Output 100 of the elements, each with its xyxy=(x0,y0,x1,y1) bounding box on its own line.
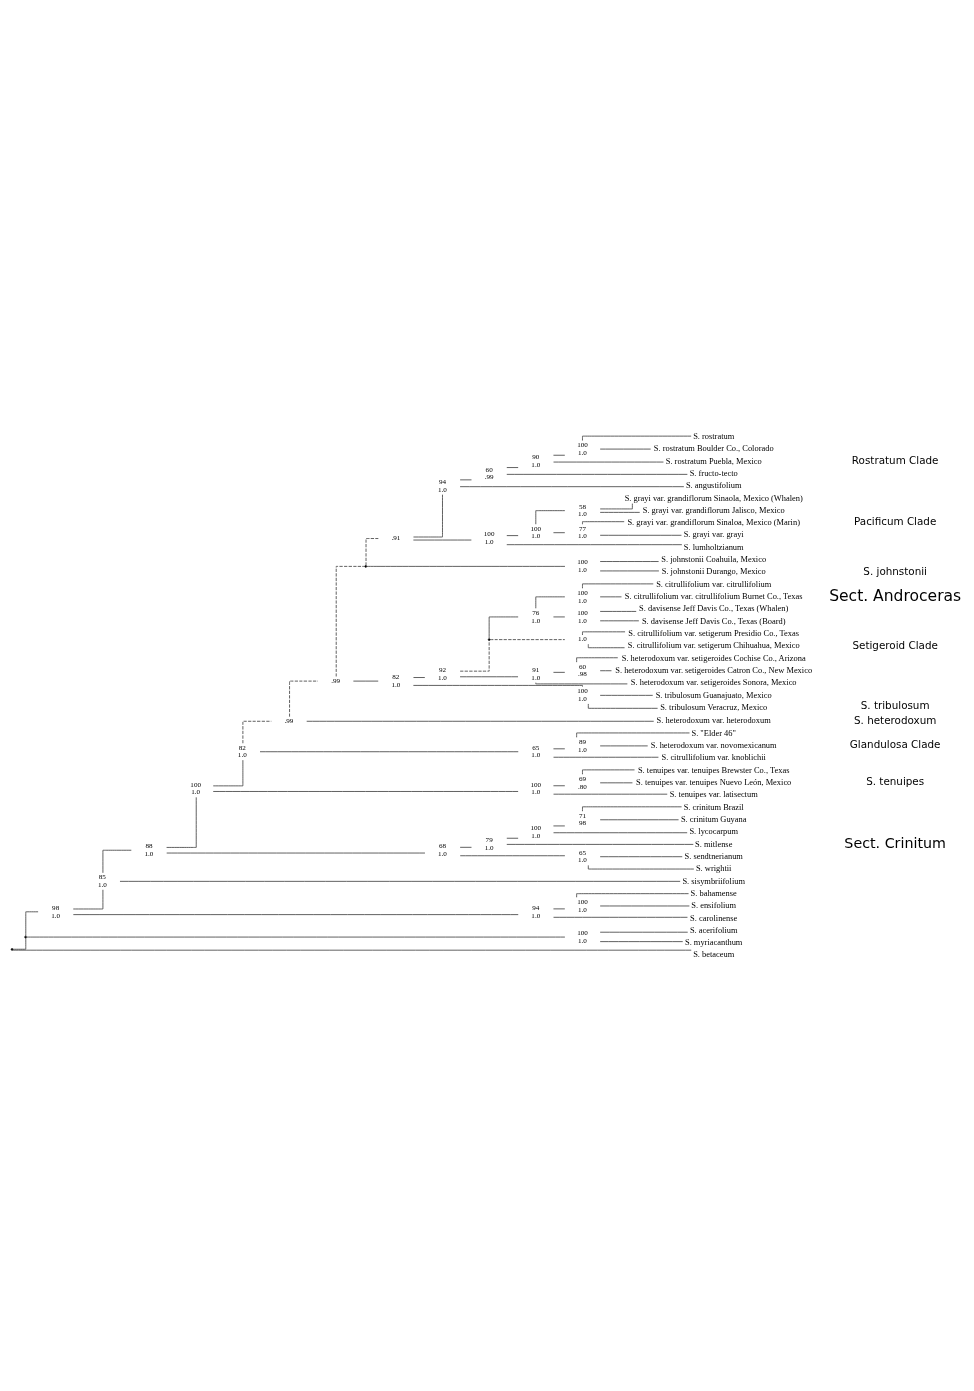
node-text: S. citrullifolium var. knoblichii xyxy=(661,751,766,762)
connector xyxy=(599,940,684,942)
connector xyxy=(599,694,654,696)
node-text: S. citrullifolium var. setigerum Chihuahua, Mexico xyxy=(627,639,800,650)
connector xyxy=(553,756,659,758)
connector xyxy=(489,638,566,640)
connector xyxy=(506,534,519,536)
connector xyxy=(488,616,519,639)
label: S. johnstonii xyxy=(863,564,927,577)
connector xyxy=(587,703,658,709)
connector xyxy=(413,684,583,687)
node-text: S. citrullifolium var. setigerum Presidio Co., Texas xyxy=(628,627,800,638)
connector xyxy=(306,720,655,722)
node-text: S. tenuipes var. tenuipes Nuevo León, Mexico xyxy=(636,776,792,787)
connector xyxy=(212,759,244,786)
connector xyxy=(582,805,682,812)
node-text: S. grayi var. grandiflorum Sinaola, Mexico (Whalen) xyxy=(624,492,803,503)
node-text: S. tribulosum Guanajuato, Mexico xyxy=(655,689,772,700)
node-text: S. lumholtzianum xyxy=(683,541,744,552)
connector xyxy=(506,543,683,545)
connector xyxy=(599,534,682,536)
node-text: S. davisense Jeff Davis Co., Texas (Whalen) xyxy=(639,602,789,613)
connector xyxy=(553,831,688,833)
node-text: S. sendtnerianum xyxy=(684,850,743,861)
label: Pacificum Clade xyxy=(854,514,937,527)
node-text: S. heterodoxum var. setigeroides Cochise Co., Arizona xyxy=(621,652,806,663)
connector xyxy=(599,610,637,612)
connector xyxy=(366,565,566,567)
node-text: S. betaceum xyxy=(693,948,735,959)
node-text: S. tenuipes var. tenuipes Brewster Co., Texas xyxy=(637,764,790,775)
connector xyxy=(72,913,519,915)
label: Glandulosa Clade xyxy=(849,737,941,750)
connector xyxy=(259,750,519,752)
connector xyxy=(242,720,272,744)
label: Rostratum Clade xyxy=(851,453,939,466)
node-text: S. rostratum Boulder Co., Colorado xyxy=(653,442,774,453)
connector xyxy=(289,680,319,717)
connector xyxy=(582,520,625,525)
connector xyxy=(576,656,619,663)
connector xyxy=(459,639,490,672)
node-point xyxy=(10,947,14,951)
node-text: S. davisense Jeff Davis Co., Texas (Board) xyxy=(641,615,786,626)
node-text: S. acerifolium xyxy=(689,924,738,935)
connector xyxy=(459,485,685,487)
connector xyxy=(335,565,366,677)
connector xyxy=(25,910,39,936)
connector xyxy=(166,796,197,848)
node-text: S. wrightii xyxy=(695,862,732,873)
connector xyxy=(599,560,659,562)
connector xyxy=(582,769,635,775)
node-text: S. heterodoxum var. heterodoxum xyxy=(656,714,771,725)
node-text: S. fructo-tecto xyxy=(689,467,738,478)
node-text: S. carolinense xyxy=(690,911,738,922)
node-text: S. johnstonii Coahuila, Mexico xyxy=(661,553,767,564)
node-text: S. "Elder 46" xyxy=(691,727,736,738)
connector xyxy=(413,676,426,678)
label: S. tribulosum xyxy=(860,698,930,711)
connector xyxy=(12,937,27,950)
label: S. heterodoxum xyxy=(854,713,937,726)
connector xyxy=(459,846,472,848)
node-text: S. sisymbriifolium xyxy=(682,875,745,886)
node-text: S. citrullifolium var. citrullifolium Burnet Co., Texas xyxy=(624,590,803,601)
node-text: S. heterodoxum var. novomexicanum xyxy=(650,739,777,750)
connector xyxy=(72,888,104,909)
node-point xyxy=(487,637,491,641)
connector xyxy=(212,790,519,792)
node-text: S. mitlense xyxy=(695,838,733,849)
connector xyxy=(582,583,654,589)
node-text: S. tribulosum Veracruz, Mexico xyxy=(660,701,768,712)
connector xyxy=(506,843,694,845)
label: Sect. Crinitum xyxy=(844,834,946,851)
node-text: S. rostratum Puebla, Mexico xyxy=(665,455,762,466)
connector xyxy=(102,849,132,873)
node-text: S. johnstonii Durango, Mexico xyxy=(661,565,766,576)
node-text: S. bahamense xyxy=(690,887,737,898)
connector xyxy=(576,732,690,738)
connector xyxy=(582,435,692,441)
connector xyxy=(553,531,566,533)
connector xyxy=(599,669,612,671)
node-point xyxy=(24,935,27,938)
node-text: S. crinitum Guyana xyxy=(680,813,747,824)
connector xyxy=(413,493,443,537)
node-point xyxy=(364,564,367,568)
connector xyxy=(535,681,628,684)
connector xyxy=(587,864,695,869)
connector xyxy=(553,454,566,456)
connector xyxy=(599,818,679,820)
connector xyxy=(553,671,566,673)
connector xyxy=(119,880,681,882)
label: Sect. Androceras xyxy=(829,586,962,605)
node-text: S. lycocarpum xyxy=(689,825,738,836)
connector xyxy=(506,466,519,468)
node-text: S. heterodoxum var. setigeroides Sonora, Mexico xyxy=(630,676,797,687)
node-text: S. myriacanthum xyxy=(684,936,743,947)
node-text: S. grayi var. grayi xyxy=(683,528,744,539)
connector xyxy=(587,643,625,648)
node-text: S. grayi var. grandiflorum Jalisco, Mexico xyxy=(642,504,785,515)
connector xyxy=(506,473,688,475)
connector xyxy=(599,511,641,513)
connector xyxy=(459,854,566,856)
